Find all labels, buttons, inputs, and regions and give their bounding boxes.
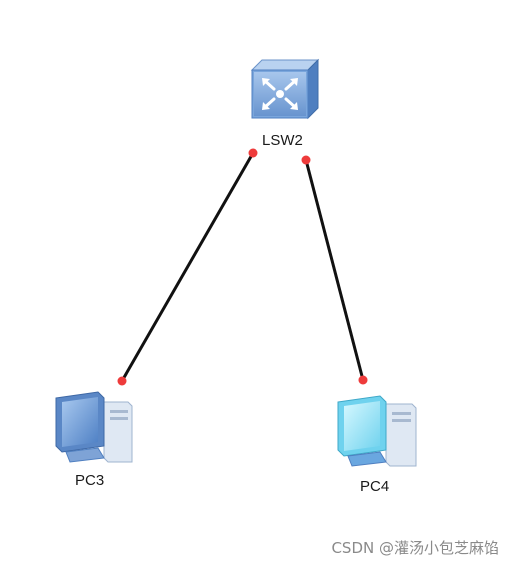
link-lsw2-pc4[interactable] (304, 159, 365, 381)
node-label-pc4: PC4 (360, 478, 390, 495)
port-dot (248, 148, 258, 158)
port-dot (117, 376, 127, 386)
link-lsw2-pc3[interactable] (120, 152, 255, 382)
watermark: CSDN @灌汤小包芝麻馅 (331, 539, 499, 557)
pc-icon[interactable] (337, 395, 417, 467)
port-dot (301, 155, 311, 165)
switch-icon[interactable] (250, 58, 320, 120)
port-dot (358, 375, 368, 385)
pc-icon[interactable] (55, 391, 133, 463)
node-label-pc3: PC3 (75, 472, 105, 489)
node-label-lsw2: LSW2 (262, 132, 303, 149)
